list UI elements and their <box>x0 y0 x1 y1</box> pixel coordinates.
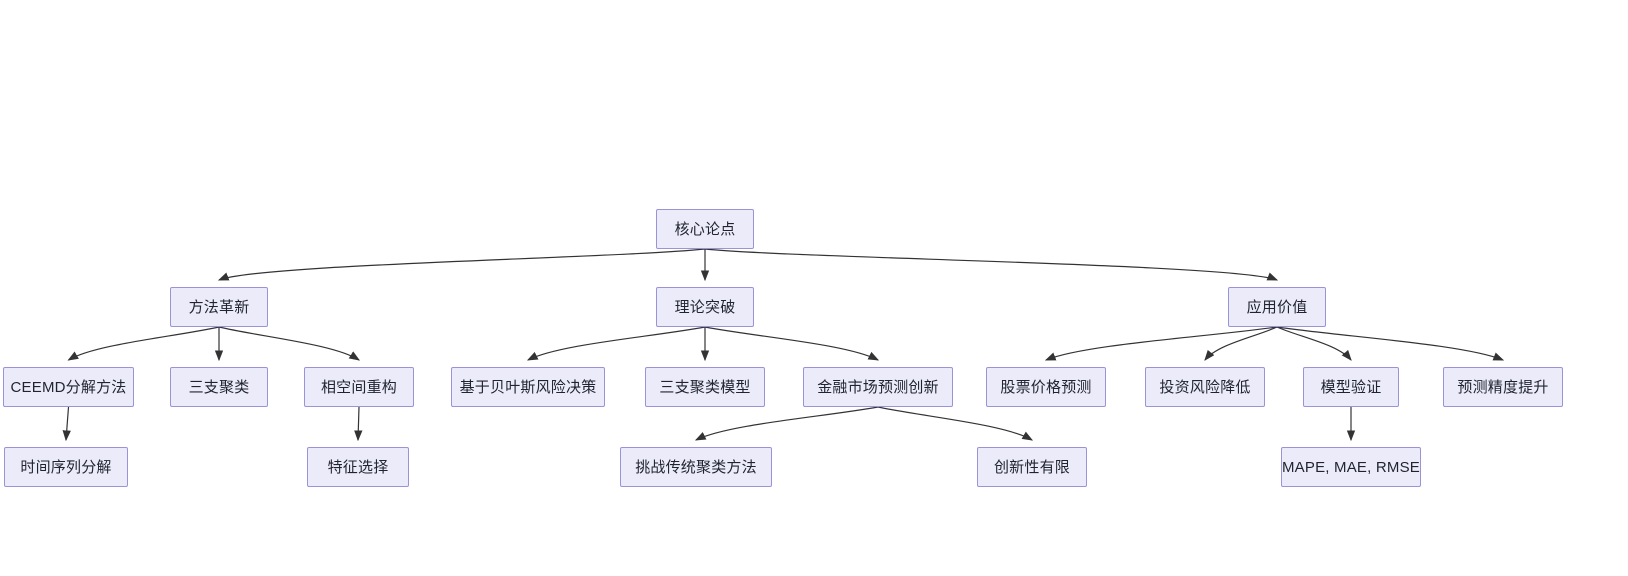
edge-phase-to-feature <box>354 406 363 442</box>
node-label: 创新性有限 <box>993 458 1070 476</box>
node-three[interactable]: 三支聚类 <box>170 367 268 407</box>
node-label: 时间序列分解 <box>20 458 112 476</box>
node-stock[interactable]: 股票价格预测 <box>986 367 1106 407</box>
node-challenge[interactable]: 挑战传统聚类方法 <box>620 447 772 487</box>
edge-ceemd-to-tsdecomp <box>62 406 71 442</box>
edge-theory-to-finance <box>704 326 880 361</box>
node-threemodel[interactable]: 三支聚类模型 <box>645 367 765 407</box>
edge-core-to-apply <box>704 248 1279 281</box>
node-label: 核心论点 <box>674 220 736 238</box>
node-label: MAPE, MAE, RMSE <box>1281 458 1421 476</box>
node-label: 模型验证 <box>1320 378 1382 396</box>
node-label: 方法革新 <box>188 298 250 316</box>
node-risk[interactable]: 投资风险降低 <box>1145 367 1265 407</box>
node-label: 基于贝叶斯风险决策 <box>459 378 597 396</box>
node-label: 预测精度提升 <box>1457 378 1549 396</box>
edge-method-to-ceemd <box>67 326 220 361</box>
node-method[interactable]: 方法革新 <box>170 287 268 327</box>
edge-core-to-method <box>217 248 706 281</box>
node-label: CEEMD分解方法 <box>10 378 127 396</box>
node-finance[interactable]: 金融市场预测创新 <box>803 367 953 407</box>
node-label: 金融市场预测创新 <box>817 378 939 396</box>
node-metrics[interactable]: MAPE, MAE, RMSE <box>1281 447 1421 487</box>
edge-finance-to-limited <box>877 406 1034 441</box>
node-ceemd[interactable]: CEEMD分解方法 <box>3 367 134 407</box>
edge-apply-to-validate <box>1276 326 1352 361</box>
node-label: 理论突破 <box>674 298 736 316</box>
node-label: 应用价值 <box>1246 298 1308 316</box>
edge-apply-to-stock <box>1044 326 1278 361</box>
node-label: 股票价格预测 <box>1000 378 1092 396</box>
edge-apply-to-accuracy <box>1276 326 1505 361</box>
node-core[interactable]: 核心论点 <box>656 209 754 249</box>
node-theory[interactable]: 理论突破 <box>656 287 754 327</box>
node-label: 三支聚类 <box>188 378 250 396</box>
node-label: 相空间重构 <box>320 378 397 396</box>
node-label: 挑战传统聚类方法 <box>635 458 757 476</box>
node-limited[interactable]: 创新性有限 <box>977 447 1087 487</box>
node-label: 特征选择 <box>327 458 389 476</box>
node-accuracy[interactable]: 预测精度提升 <box>1443 367 1563 407</box>
node-validate[interactable]: 模型验证 <box>1303 367 1399 407</box>
edge-theory-to-bayes <box>526 326 706 361</box>
edge-method-to-phase <box>218 326 361 361</box>
edge-finance-to-challenge <box>694 406 879 441</box>
node-bayes[interactable]: 基于贝叶斯风险决策 <box>451 367 605 407</box>
node-apply[interactable]: 应用价值 <box>1228 287 1326 327</box>
node-tsdecomp[interactable]: 时间序列分解 <box>4 447 128 487</box>
node-label: 投资风险降低 <box>1159 378 1251 396</box>
node-feature[interactable]: 特征选择 <box>307 447 409 487</box>
edge-apply-to-risk <box>1204 326 1278 361</box>
node-phase[interactable]: 相空间重构 <box>304 367 414 407</box>
node-label: 三支聚类模型 <box>659 378 751 396</box>
